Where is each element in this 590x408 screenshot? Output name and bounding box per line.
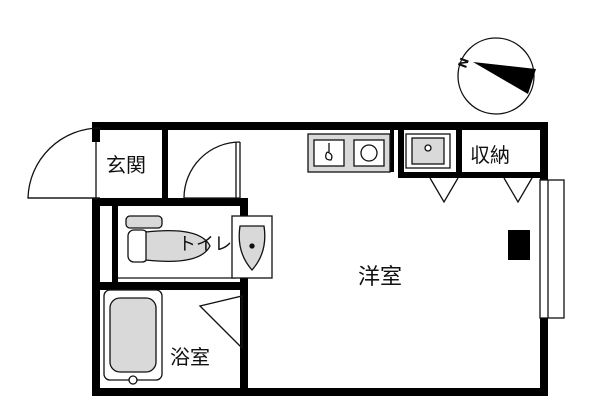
bathtub-inner <box>109 297 157 373</box>
wall-kitchen-right <box>390 130 394 172</box>
room-label-genkan: 玄関 <box>106 153 146 177</box>
room-label-western: 洋室 <box>358 265 402 290</box>
ac-unit <box>508 230 530 260</box>
storage-marker-left <box>429 177 459 204</box>
kitchen <box>307 133 391 173</box>
storage-marker-right <box>503 177 533 204</box>
room-label-storage: 収納 <box>470 143 510 167</box>
bath-door-swing <box>198 295 243 350</box>
wall-toilet-bath <box>100 282 248 290</box>
room-label-bath: 浴室 <box>170 345 210 369</box>
outer-walls <box>92 122 548 396</box>
laundry-pan <box>405 133 451 169</box>
window <box>539 179 565 319</box>
toilet-bowl <box>145 229 211 263</box>
wall-storage-left <box>398 130 404 178</box>
compass-north-label: N <box>455 56 472 70</box>
compass-north-arrow-icon <box>473 62 536 94</box>
stove-burner-box <box>353 139 385 167</box>
room-door <box>183 141 241 199</box>
entrance-door-swing <box>27 127 101 199</box>
wall-storage-bottom <box>398 172 540 178</box>
room-door-swing <box>183 141 241 199</box>
room-label-toilet: トイレ <box>178 234 232 255</box>
storage-door-markers <box>429 177 533 204</box>
stove-burner-icon <box>360 144 378 162</box>
compass-circle <box>457 37 535 115</box>
window-frame <box>539 179 565 319</box>
toilet-tank <box>125 215 163 229</box>
wall-right-lower <box>540 318 548 396</box>
wall-left-upper <box>92 122 100 142</box>
bathtub-faucet <box>128 375 138 385</box>
compass: N <box>455 37 536 115</box>
wall-bottom <box>92 388 548 396</box>
wall-left-lower <box>92 200 100 396</box>
wall-genkan-right <box>162 130 168 202</box>
wall-toilet-left <box>112 206 118 282</box>
wash-basin <box>231 215 273 279</box>
wall-core-right <box>240 198 248 396</box>
wall-top <box>92 122 548 130</box>
interior-walls <box>92 130 540 396</box>
wall-storage-mid <box>456 130 462 178</box>
bath-door <box>198 295 243 350</box>
basin-drain <box>249 243 255 249</box>
wall-right-upper <box>540 122 548 180</box>
toilet-fixture <box>118 215 236 279</box>
toilet-seat-base <box>127 229 149 263</box>
laundry-drain-icon <box>424 144 432 152</box>
bathtub <box>103 289 163 385</box>
faucet-icon <box>325 143 333 161</box>
entrance-door <box>27 127 101 200</box>
